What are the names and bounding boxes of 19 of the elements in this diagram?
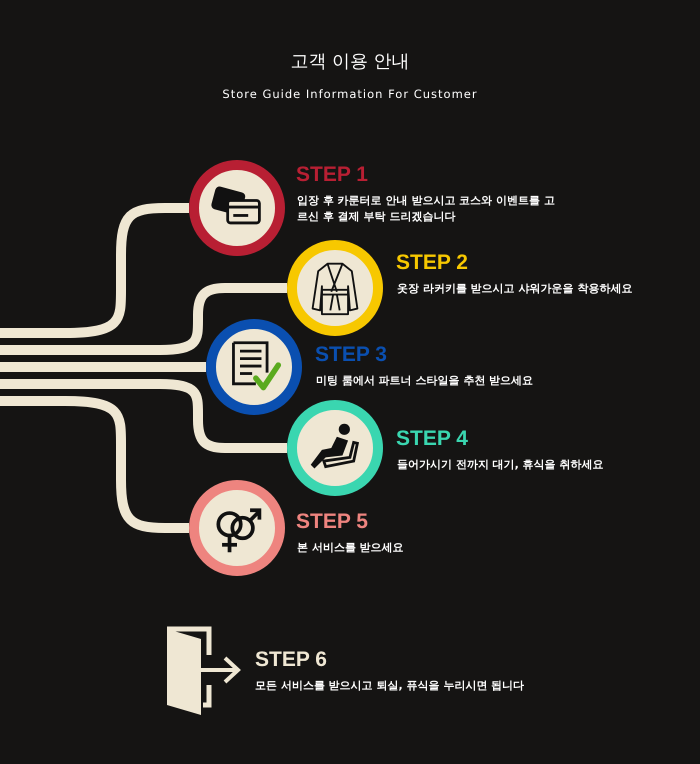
subtitle: Store Guide Information For Customer xyxy=(221,86,479,102)
connector-line xyxy=(0,203,189,338)
step-description: 옷장 라커키를 받으시고 샤워가운을 착용하세요 xyxy=(397,281,634,297)
step-description: 입장 후 카룬터로 안내 받으시고 코스와 이벤트를 고르신 후 결제 부탁 드리겠습니다 xyxy=(297,193,556,225)
step-heading: STEP 3 xyxy=(315,343,387,367)
title: 고객 이용 안내 xyxy=(289,50,411,74)
step-heading: STEP 6 xyxy=(255,648,327,672)
step-heading: STEP 5 xyxy=(296,510,368,534)
step-description: 들어가시기 전까지 대기, 휴식을 취하세요 xyxy=(397,457,604,473)
step-description: 모든 서비스를 받으시고 퇴실, 퓨식을 누리시면 됩니다 xyxy=(255,678,526,694)
step-description: 본 서비스를 받으세요 xyxy=(297,540,405,556)
connector-line xyxy=(0,396,189,533)
connector-line xyxy=(0,362,206,372)
step-description: 미팅 룸에서 파트너 스타일을 추천 받으세요 xyxy=(316,373,534,389)
step-heading: STEP 1 xyxy=(296,163,368,187)
step-heading: STEP 2 xyxy=(396,251,468,275)
step-heading: STEP 4 xyxy=(396,427,468,451)
connector-line xyxy=(0,379,287,453)
connector-line xyxy=(0,283,287,355)
